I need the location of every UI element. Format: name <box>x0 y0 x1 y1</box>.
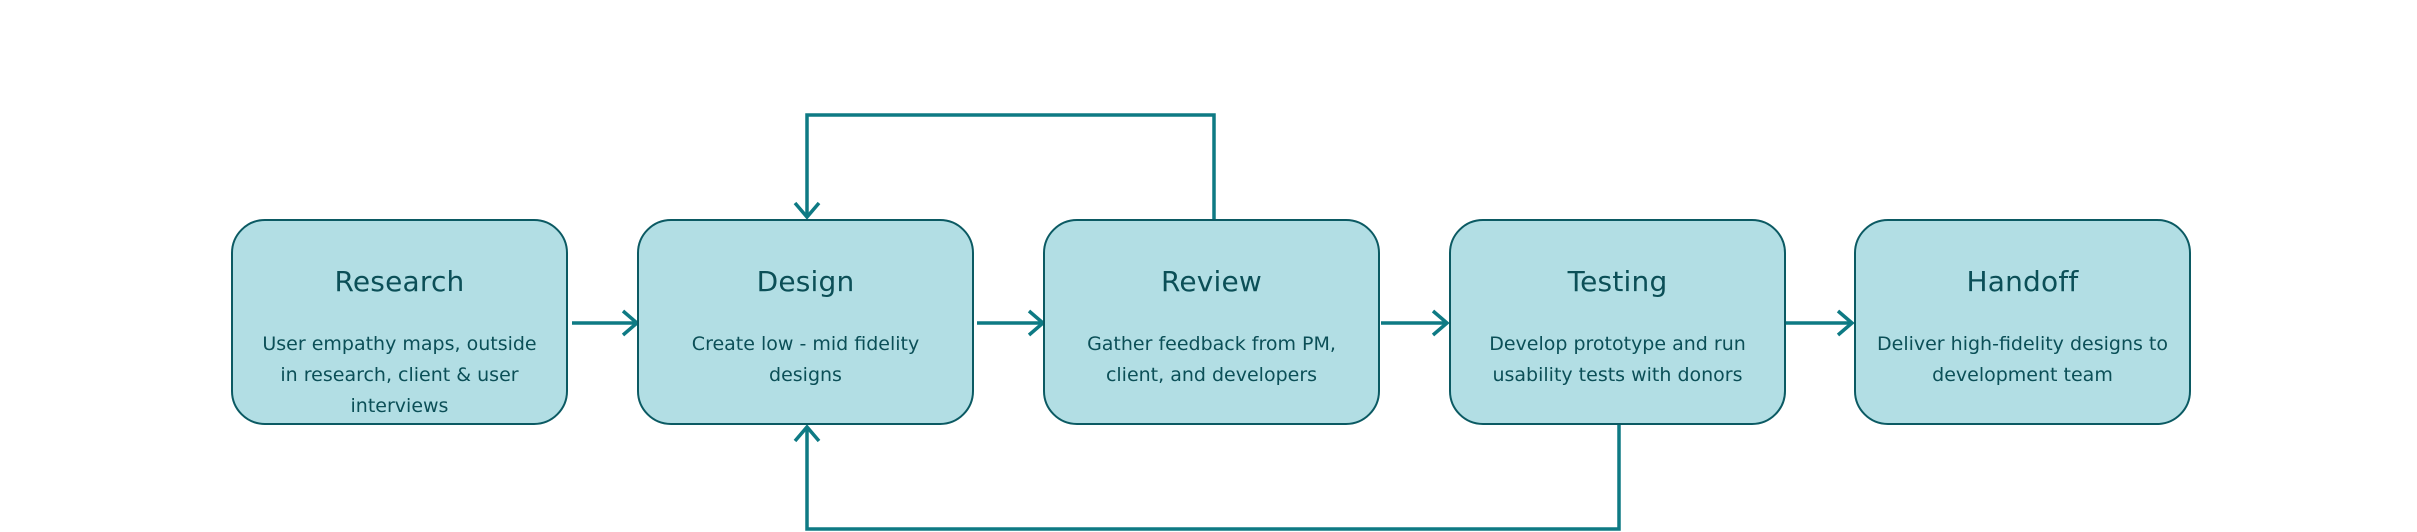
step-testing: Testing Develop prototype and run usabil… <box>1449 219 1786 425</box>
step-description: Develop prototype and run usability test… <box>1489 333 1746 386</box>
step-review: Review Gather feedback from PM, client, … <box>1043 219 1380 425</box>
step-description: Deliver high-fidelity designs to develop… <box>1877 333 2168 386</box>
step-title: Design <box>756 265 855 298</box>
step-title: Handoff <box>1966 265 2079 298</box>
step-description: Gather feedback from PM, client, and dev… <box>1087 333 1336 386</box>
step-title: Review <box>1160 265 1263 298</box>
step-design: Design Create low - mid fidelity designs <box>637 219 974 425</box>
arrow-design-to-review <box>977 309 1046 337</box>
arrow-research-to-design <box>572 309 640 337</box>
step-description: User empathy maps, outside in research, … <box>262 333 537 417</box>
loop-review-to-design <box>793 113 1216 220</box>
step-title: Research <box>334 265 465 298</box>
arrow-review-to-testing <box>1381 309 1450 337</box>
step-handoff: Handoff Deliver high-fidelity designs to… <box>1854 219 2191 425</box>
step-title: Testing <box>1567 265 1668 298</box>
loop-testing-to-design <box>793 424 1621 531</box>
step-description: Create low - mid fidelity designs <box>691 333 920 386</box>
step-research: Research User empathy maps, outside in r… <box>231 219 568 425</box>
arrow-testing-to-handoff <box>1786 309 1855 337</box>
